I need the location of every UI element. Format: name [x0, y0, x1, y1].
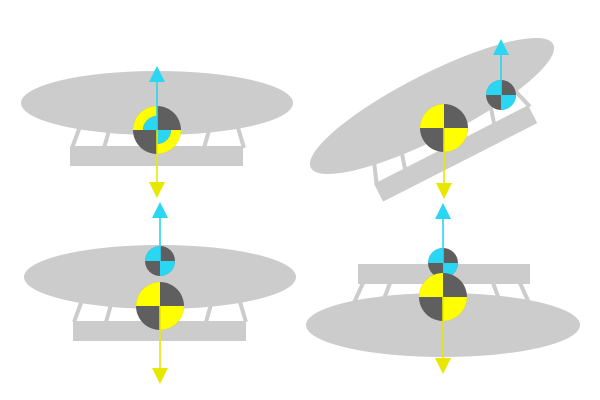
panel-top-right	[309, 37, 555, 202]
airship-tilted-icon	[309, 37, 555, 202]
panel-top-left	[21, 66, 293, 198]
panel-bottom-right	[306, 203, 580, 374]
envelope	[309, 37, 555, 175]
panel-bottom-left	[24, 202, 296, 384]
airship-level-icon	[24, 245, 296, 341]
gondola	[374, 105, 538, 202]
envelope	[24, 245, 296, 309]
